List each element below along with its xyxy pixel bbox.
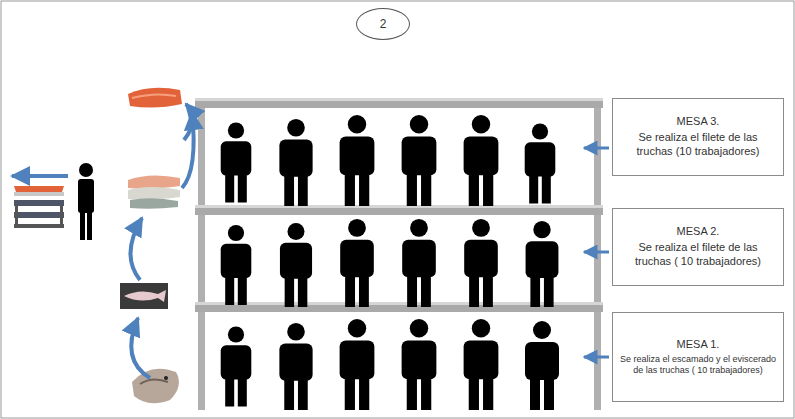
box-text: 2	[380, 17, 387, 32]
tray-cart	[14, 186, 64, 228]
fillets-tray	[128, 175, 180, 208]
pointer-arrow	[584, 356, 609, 359]
worker-figure	[221, 326, 252, 406]
worker-figure	[340, 319, 375, 410]
salmon-fillet	[128, 88, 182, 108]
worker-figure	[525, 321, 559, 410]
box-text: Se realiza el filete de las truchas ( 10…	[619, 241, 777, 269]
worker-figure	[279, 323, 312, 410]
worker-figure	[221, 122, 252, 202]
carrier-figure	[78, 163, 94, 240]
worker-figure	[525, 123, 556, 203]
worker-figure	[526, 221, 559, 307]
description-box: MESA 2. Se realiza el filete de las truch…	[612, 208, 784, 286]
trout-whole	[132, 369, 179, 404]
worker-figure	[402, 115, 437, 206]
table	[195, 205, 603, 307]
box-heading: MESA 2.	[677, 225, 720, 239]
flow-arrow	[131, 318, 150, 378]
worker-figure	[280, 223, 312, 307]
worker-figure	[340, 219, 374, 307]
box-heading: MESA 3.	[677, 115, 720, 129]
box-heading: MESA 1.	[677, 338, 720, 352]
worker-figure	[402, 319, 437, 410]
worker-figure	[464, 115, 499, 206]
worker-figure	[279, 119, 312, 206]
table	[195, 302, 603, 410]
exit-arrow	[12, 174, 68, 178]
trout-clean	[120, 283, 168, 309]
worker-figure	[464, 319, 499, 410]
worker-figure	[221, 225, 252, 305]
pointer-arrow	[584, 147, 609, 150]
box-text: Se realiza el filete de las truchas (10 …	[619, 131, 777, 159]
description-box: MESA 1. Se realiza el escamado y el evisc…	[612, 312, 784, 402]
worker-figure	[402, 219, 436, 307]
flow-arrow	[184, 104, 193, 140]
flow-arrow	[130, 218, 142, 280]
box-text: Se realiza el escamado y el eviscerado d…	[619, 354, 777, 377]
description-box: MESA 3. Se realiza el filete de las truch…	[612, 98, 784, 176]
pointer-arrow	[584, 251, 609, 254]
table	[195, 98, 603, 206]
callout-circle: 2	[356, 8, 410, 40]
worker-figure	[464, 219, 498, 307]
worker-figure	[340, 115, 375, 206]
